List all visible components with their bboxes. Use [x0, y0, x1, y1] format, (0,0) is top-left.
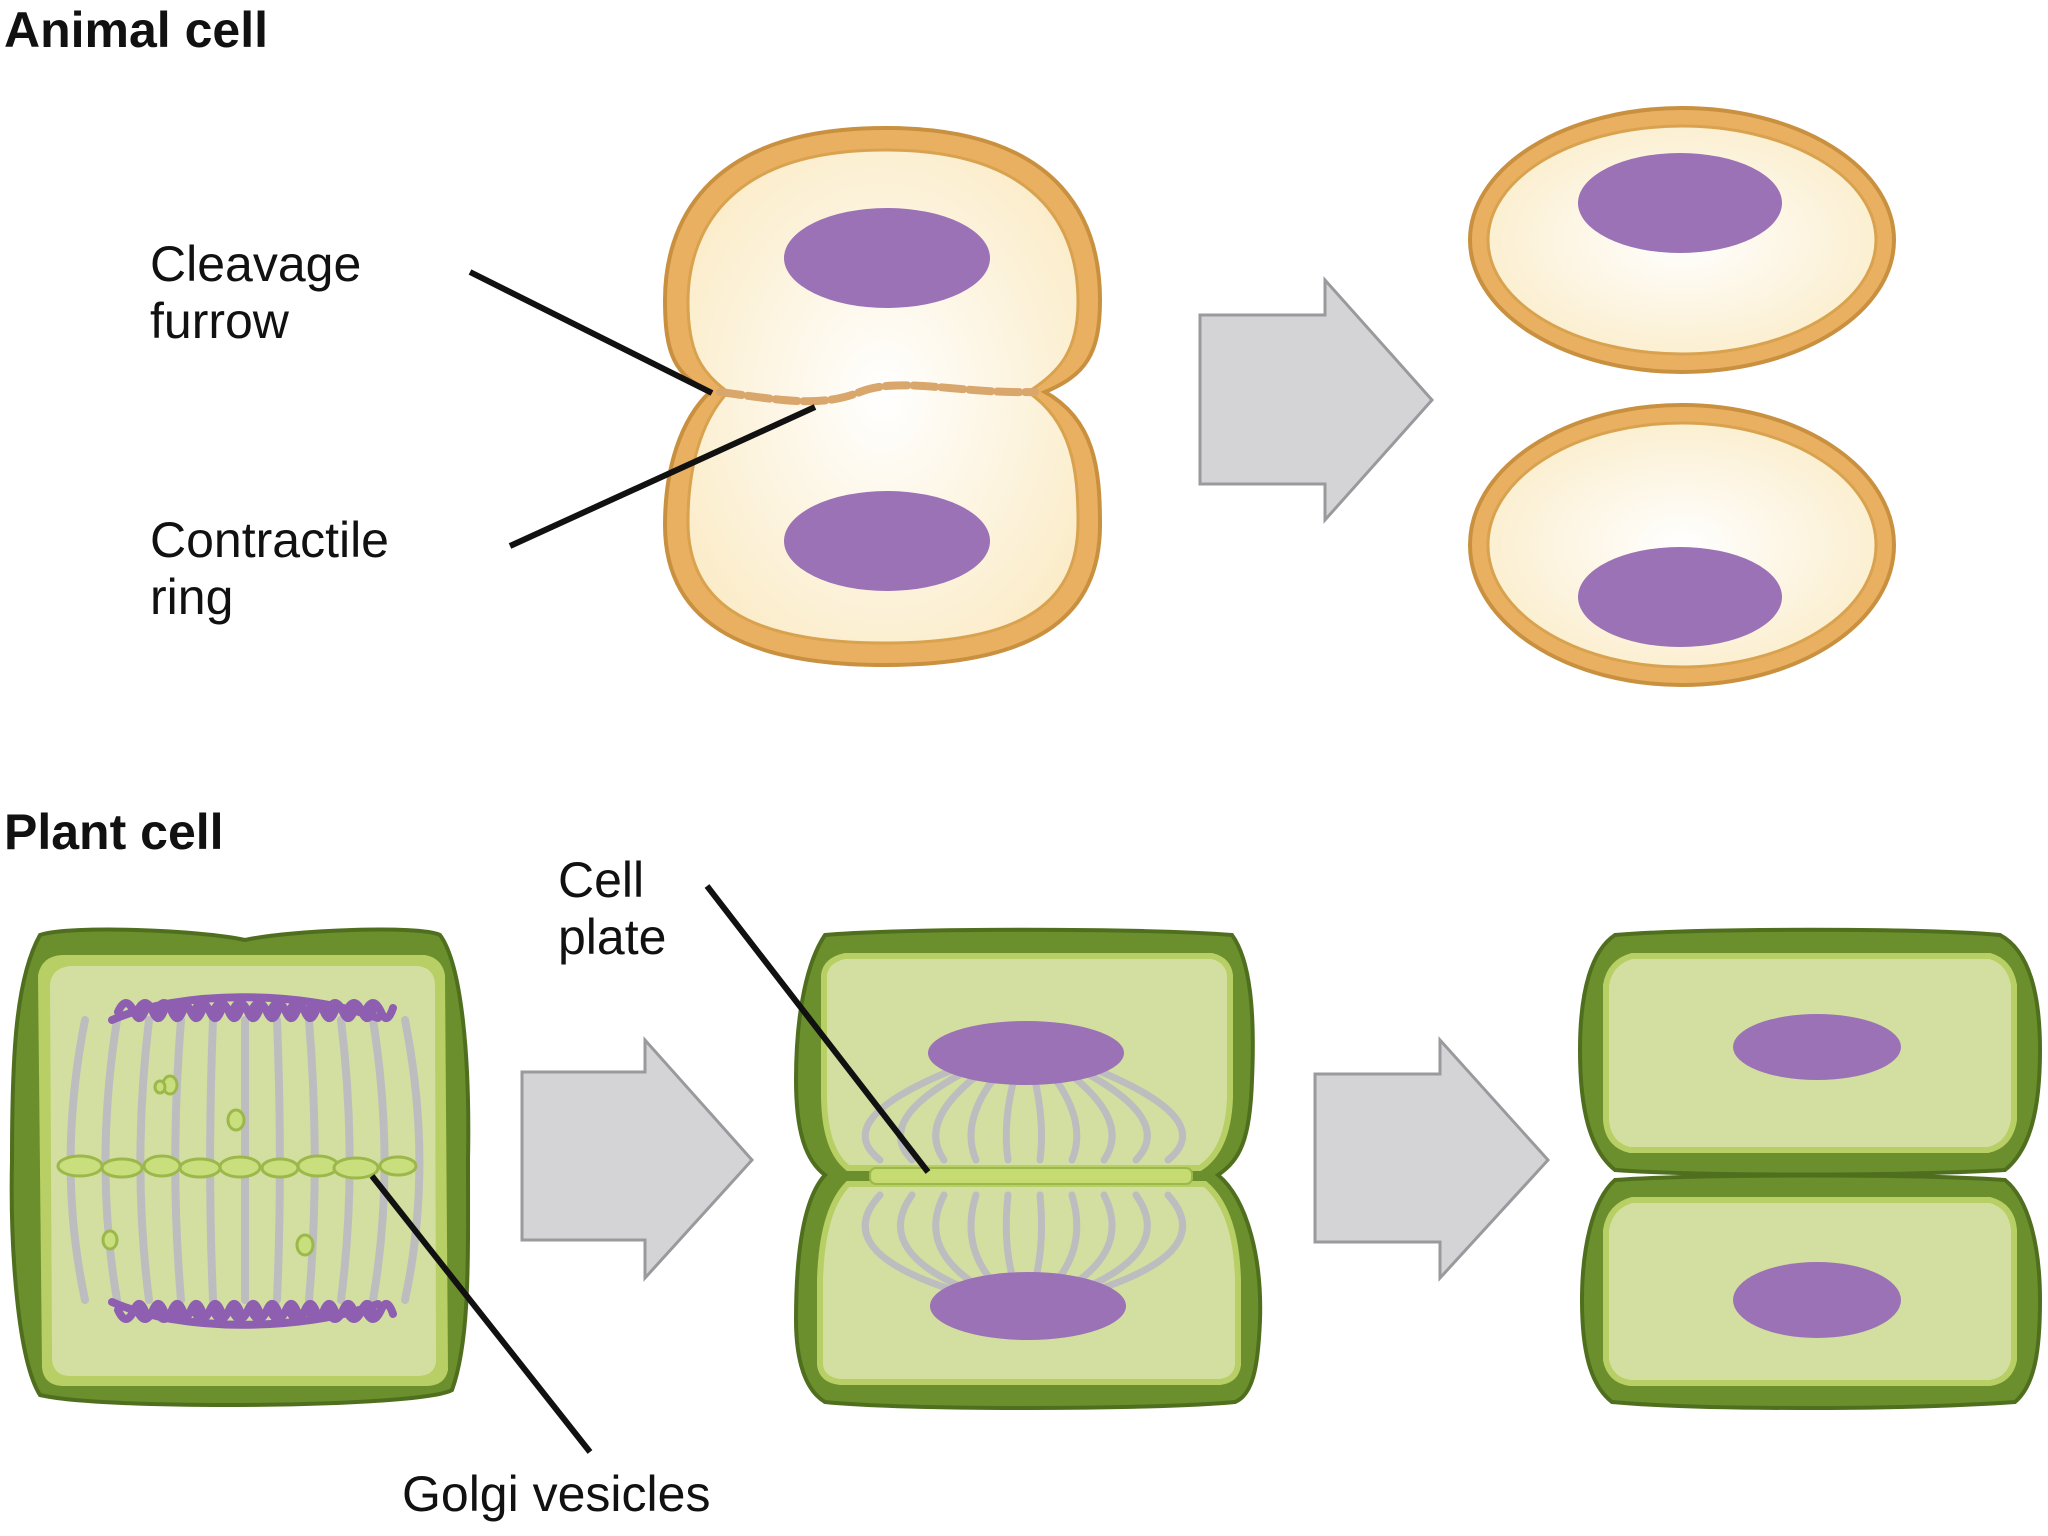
- dividing-animal-cell: [662, 125, 1103, 668]
- daughter-animal-cell-top: [1468, 106, 1896, 374]
- golgi-vesicles-label: Golgi vesicles: [402, 1466, 711, 1522]
- contractile-ring-label-line1: Contractile: [150, 512, 389, 568]
- contractile-ring-label: Contractile ring: [150, 512, 389, 625]
- cleavage-furrow-label: Cleavage furrow: [150, 236, 361, 349]
- cleavage-furrow-label-line2: furrow: [150, 292, 289, 349]
- golgi-vesicles-row: [56, 1074, 418, 1257]
- cell-plate-label: Cell plate: [558, 852, 666, 965]
- plant-cell-title: Plant cell: [4, 804, 224, 860]
- arrow-animal: [1198, 276, 1435, 524]
- plant-cell-cell-plate: [793, 927, 1263, 1410]
- arrow-plant-2: [1313, 1036, 1551, 1282]
- nucleus: [1733, 1262, 1901, 1338]
- daughter-plant-cell-top: [1577, 927, 2043, 1177]
- contractile-ring: [716, 381, 1039, 406]
- daughter-animal-cell-bottom: [1468, 403, 1896, 687]
- golgi-vesicles-leader: [369, 1174, 593, 1454]
- nucleus-bottom: [784, 491, 990, 591]
- cell-plate-label-line2: plate: [558, 908, 667, 965]
- animal-cell-title: Animal cell: [4, 2, 268, 58]
- nucleus: [1733, 1014, 1901, 1080]
- daughter-plant-cell-bottom: [1579, 1173, 2043, 1410]
- chromosomes-top: [108, 993, 397, 1024]
- cell-plate: [869, 1167, 1193, 1185]
- cell-plate-label-line1: Cell: [558, 852, 645, 908]
- nucleus: [1578, 153, 1782, 253]
- cleavage-furrow-leader: [468, 269, 714, 396]
- cell-plate-leader: [704, 884, 931, 1174]
- nucleus-top: [784, 208, 990, 308]
- contractile-ring-label-line2: ring: [150, 568, 234, 625]
- arrow-plant-1: [520, 1036, 755, 1282]
- plant-cell-telophase: [9, 927, 471, 1407]
- nucleus-bottom: [930, 1272, 1126, 1340]
- contractile-ring-leader: [508, 404, 817, 549]
- cleavage-furrow-label-line1: Cleavage: [150, 236, 362, 292]
- nucleus: [1578, 547, 1782, 647]
- chromosomes-bottom: [108, 1298, 397, 1329]
- nucleus-top: [928, 1021, 1124, 1085]
